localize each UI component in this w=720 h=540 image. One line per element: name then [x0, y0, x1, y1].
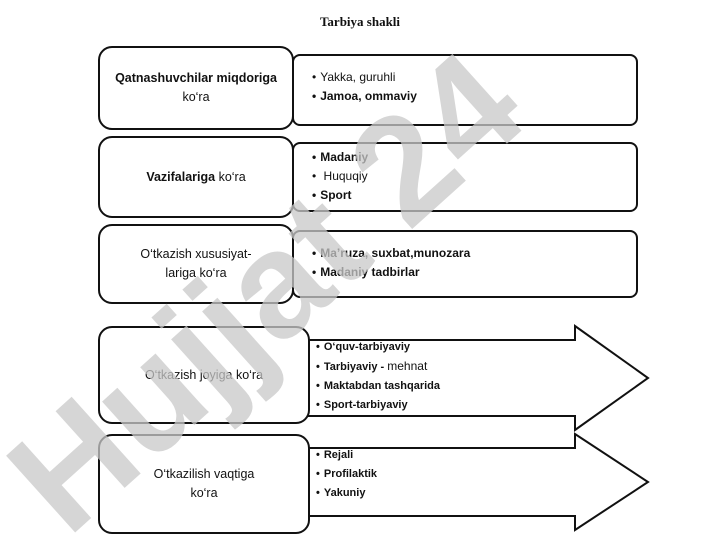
- row-3-label-line-1: O‘tkazish xususiyat-: [140, 247, 252, 261]
- row-2-item-3: Sport: [312, 186, 368, 205]
- row-4-item-2-main: Tarbiyaviy -: [323, 361, 388, 373]
- row-2-label: Vazifalariga ko‘ra: [98, 136, 294, 218]
- row-4-label: O‘tkazish joyiga ko‘ra: [98, 326, 310, 424]
- row-3-label: O‘tkazish xususiyat- lariga ko‘ra: [98, 224, 294, 304]
- row-4-items: O‘quv-tarbiyaviy Tarbiyaviy - mehnat Mak…: [316, 338, 440, 415]
- row-1-label: Qatnashuvchilar miqdoriga ko‘ra: [98, 46, 294, 130]
- row-5-label-line-1: O‘tkazilish vaqtiga: [153, 467, 255, 481]
- row-1-label-line-1: Qatnashuvchilar miqdoriga: [115, 71, 277, 85]
- row-4-item-1: O‘quv-tarbiyaviy: [316, 338, 440, 357]
- row-4-item-3: Maktabdan tashqarida: [316, 377, 440, 396]
- row-1-item-1: Yakka, guruhli: [312, 68, 417, 87]
- row-4-item-4: Sport-tarbiyaviy: [316, 396, 440, 415]
- row-3-item-2: Madaniy tadbirlar: [312, 263, 470, 282]
- row-1-label-line-2: ko‘ra: [182, 90, 210, 104]
- row-4-label-line-1: O‘tkazish joyiga ko‘ra: [144, 367, 264, 382]
- row-5-item-2: Profilaktik: [316, 465, 377, 484]
- row-2-item-1: Madaniy: [312, 148, 368, 167]
- row-3-items: Ma’ruza, suxbat,munozara Madaniy tadbirl…: [312, 244, 470, 282]
- row-5-item-3: Yakuniy: [316, 484, 377, 503]
- arrow-row-5: [299, 432, 650, 532]
- row-3-label-line-2: lariga ko‘ra: [165, 266, 227, 280]
- row-1-items: Yakka, guruhli Jamoa, ommaviy: [312, 68, 417, 106]
- row-4-item-2-suffix: mehnat: [387, 359, 428, 373]
- row-1-item-2: Jamoa, ommaviy: [312, 87, 417, 106]
- row-5-label: O‘tkazilish vaqtiga ko‘ra: [98, 434, 310, 534]
- row-3-item-1: Ma’ruza, suxbat,munozara: [312, 244, 470, 263]
- row-4-item-2: Tarbiyaviy - mehnat: [316, 357, 440, 377]
- row-5-label-line-2: ko‘ra: [190, 486, 218, 500]
- row-2-label-part-2: ko‘ra: [215, 169, 246, 184]
- row-2-item-2: Huquqiy: [312, 167, 368, 186]
- row-2-items: Madaniy Huquqiy Sport: [312, 148, 368, 205]
- diagram-title: Tarbiya shakli: [319, 14, 401, 29]
- row-5-item-1: Rejali: [316, 446, 377, 465]
- row-2-label-part-1: Vazifalariga: [146, 169, 216, 184]
- row-5-items: Rejali Profilaktik Yakuniy: [316, 446, 377, 503]
